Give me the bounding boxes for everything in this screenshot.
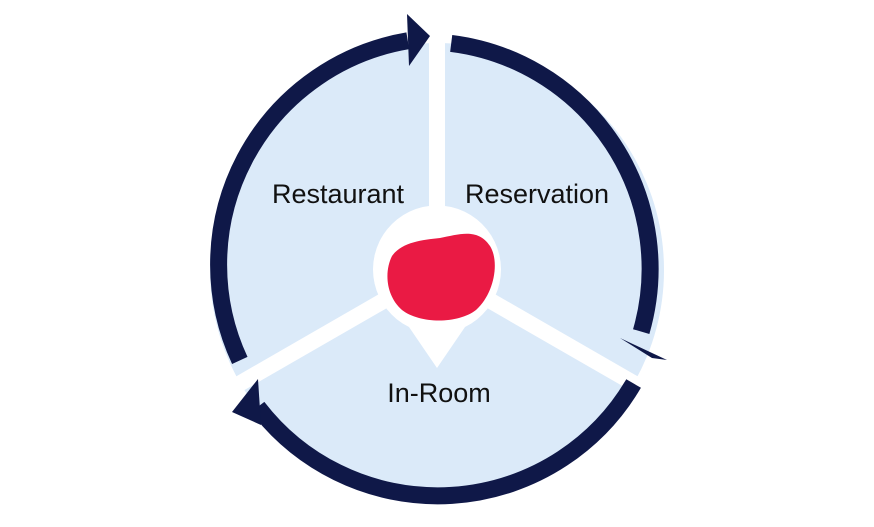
location-pin-icon — [373, 205, 501, 368]
cycle-arrows — [210, 14, 667, 505]
arrow-arc-bottom — [250, 379, 641, 505]
arrow-arc-right — [450, 34, 659, 334]
label-in-room: In-Room — [387, 378, 491, 408]
arrow-arc-left — [210, 32, 410, 364]
arrowhead-left-icon — [232, 379, 261, 425]
label-restaurant: Restaurant — [272, 179, 405, 209]
label-reservation: Reservation — [465, 179, 609, 209]
arrowhead-right-icon — [620, 338, 667, 360]
arrowhead-top-icon — [407, 14, 430, 66]
pin-accent-blob — [387, 233, 495, 321]
